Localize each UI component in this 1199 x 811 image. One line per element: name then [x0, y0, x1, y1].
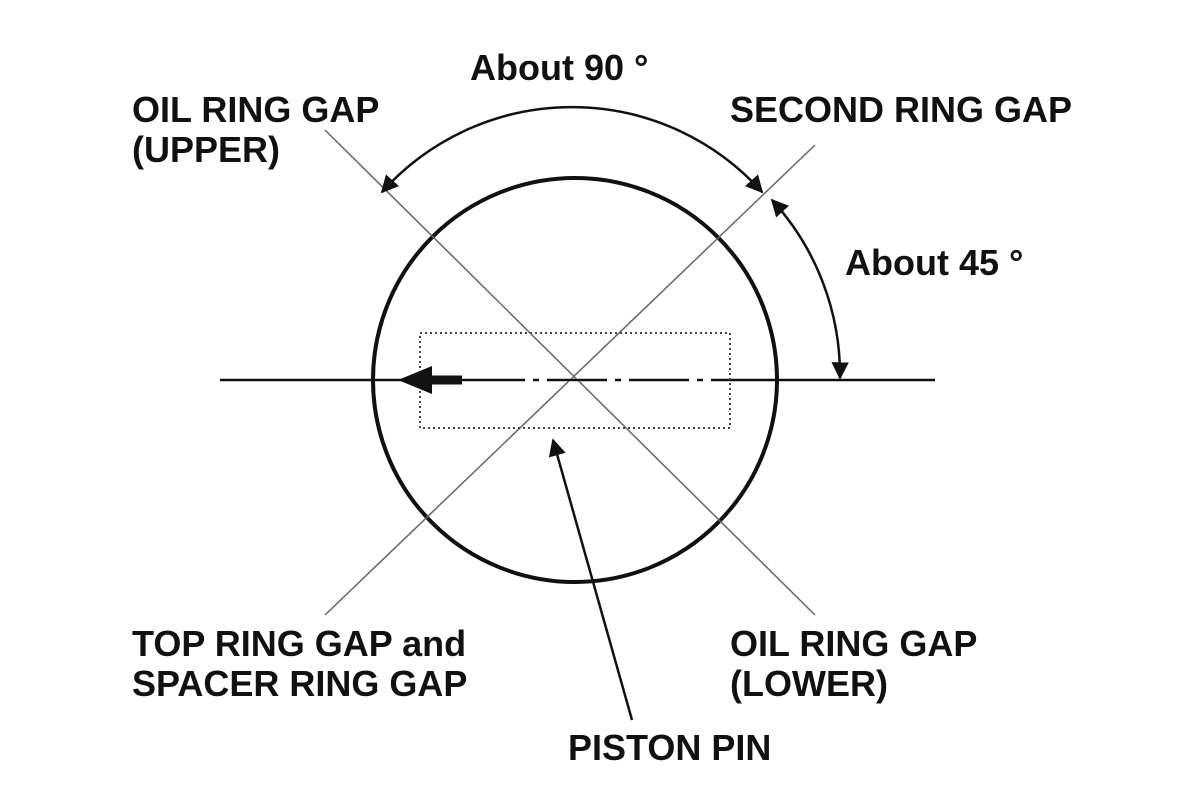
oil-ring-gap-upper-line2: (UPPER) [132, 129, 281, 170]
oil-ring-gap-upper-line1: OIL RING GAP [132, 89, 380, 130]
top-ring-gap-line1: TOP RING GAP and [132, 623, 467, 664]
angle-90-arc [380, 105, 764, 194]
oil-ring-gap-lower-line1: OIL RING GAP [730, 623, 978, 664]
diagonal-line-upper-left-to-lower-right [324, 129, 816, 616]
oil-ring-gap-lower-label: OIL RING GAP (LOWER) [730, 624, 977, 704]
oil-ring-gap-upper-label: OIL RING GAP (UPPER) [132, 90, 379, 170]
spacer-ring-gap-line2: SPACER RING GAP [132, 663, 468, 704]
angle-45-label: About 45 ° [845, 242, 1024, 283]
second-ring-gap-label: SECOND RING GAP [730, 89, 1073, 130]
piston-pin-leader-line [548, 438, 634, 721]
top-and-spacer-ring-gap-label: TOP RING GAP and SPACER RING GAP [132, 624, 467, 704]
oil-ring-gap-lower-line2: (LOWER) [730, 663, 888, 704]
angle-90-label: About 90 ° [470, 47, 649, 88]
angle-45-arc [770, 198, 849, 380]
piston-pin-rectangle [419, 332, 731, 429]
front-direction-arrow-icon [398, 366, 432, 394]
piston-pin-label: PISTON PIN [568, 727, 772, 768]
